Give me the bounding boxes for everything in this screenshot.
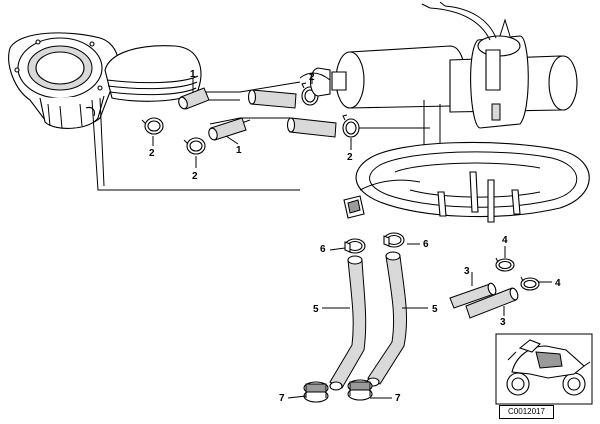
callout-3-lower: 3	[500, 317, 506, 328]
callout-7-right: 7	[395, 393, 401, 404]
diagram-id-label: C0012017	[499, 405, 554, 419]
callout-1-upper: 1	[190, 69, 196, 80]
motorcycle-thumbnail	[495, 333, 593, 405]
leader-lines	[152, 78, 552, 399]
callout-3-upper: 3	[464, 266, 470, 277]
fuel-pump-assembly	[299, 1, 578, 150]
callout-6-left: 6	[320, 244, 326, 255]
drain-hose-right	[347, 232, 408, 401]
vent-hose-lower	[208, 114, 430, 141]
callout-6-right: 6	[423, 239, 429, 250]
callout-1-lower: 1	[236, 145, 242, 156]
callout-2-right-upper: 2	[309, 72, 315, 83]
hose-clamps-4	[495, 257, 540, 291]
motorcycle-icon	[506, 339, 591, 396]
callout-2-right-lower: 2	[347, 152, 353, 163]
hose-clamp-left	[141, 117, 206, 155]
callout-5-right: 5	[432, 304, 438, 315]
callout-labels: 1 1 2 2 2 2 3 3 4 4 5 5 6 6 7 7	[149, 69, 561, 404]
drain-hose-left	[303, 238, 367, 403]
callout-4-upper: 4	[502, 235, 508, 246]
callout-5-left: 5	[313, 304, 319, 315]
vent-hose-upper	[178, 81, 319, 110]
pump-flange-plate	[343, 141, 590, 223]
filler-neck-assembly	[8, 32, 300, 191]
callout-2-left-upper: 2	[149, 148, 155, 159]
callout-2-left-lower: 2	[192, 171, 198, 182]
callout-7-left: 7	[279, 393, 285, 404]
callout-4-right: 4	[555, 278, 561, 289]
short-hoses	[449, 282, 519, 319]
